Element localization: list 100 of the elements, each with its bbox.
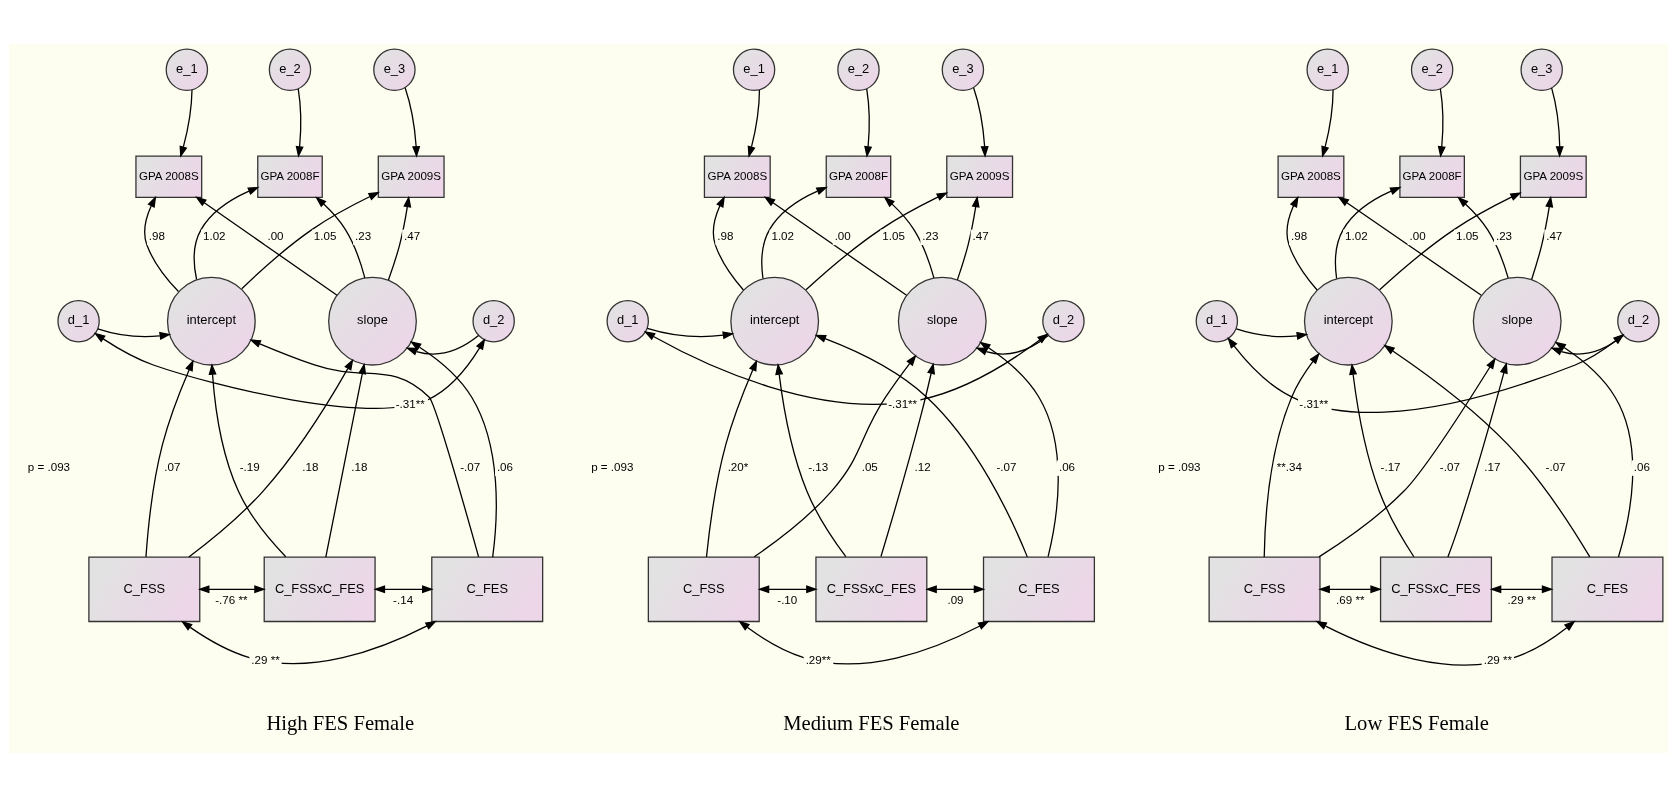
edge-label: 1.02 bbox=[771, 229, 795, 243]
edge-label: 1.05 bbox=[313, 229, 337, 243]
edge-label: -.31** bbox=[1299, 396, 1329, 410]
edge-label: -.19 bbox=[239, 459, 260, 473]
node-box: GPA 2008F bbox=[825, 155, 892, 199]
node-circle: intercept bbox=[166, 276, 256, 366]
edge-label: .17 bbox=[1484, 459, 1501, 473]
arrow bbox=[805, 192, 949, 291]
label: High FES Female bbox=[266, 711, 415, 734]
arrow bbox=[757, 585, 818, 594]
node-box: GPA 2008S bbox=[703, 155, 771, 199]
edge-label: .18 bbox=[302, 459, 319, 473]
edge-label: -.14 bbox=[393, 592, 414, 606]
edge-label: .29** bbox=[805, 653, 831, 667]
arrow bbox=[1437, 88, 1446, 158]
node-box: C_FES bbox=[982, 556, 1096, 623]
label: p = .093 bbox=[1158, 459, 1201, 473]
arrow bbox=[1315, 620, 1576, 666]
arrow bbox=[979, 341, 1059, 558]
node-box: C_FSS bbox=[88, 556, 201, 623]
edge-label: 1.05 bbox=[882, 229, 905, 243]
arrow bbox=[646, 327, 735, 340]
node-box: C_FSSxC_FES bbox=[263, 556, 376, 623]
arrow bbox=[197, 585, 266, 594]
edge-label: .06 bbox=[1058, 459, 1076, 473]
edge-label: .06 bbox=[496, 459, 514, 473]
arrow bbox=[1554, 341, 1634, 558]
arrow bbox=[387, 195, 412, 281]
label: Low FES Female bbox=[1344, 711, 1489, 734]
edge-label: .29 ** bbox=[1483, 653, 1513, 667]
node-box: GPA 2008F bbox=[257, 155, 323, 199]
arrow bbox=[409, 341, 497, 558]
arrow bbox=[925, 585, 986, 594]
edge-label: .29 ** bbox=[251, 653, 280, 667]
edge-label: .09 bbox=[947, 592, 964, 606]
edge-label: .23 bbox=[355, 229, 372, 243]
arrow bbox=[747, 89, 761, 158]
arrow bbox=[188, 358, 354, 558]
node-box: C_FSSxC_FES bbox=[1379, 556, 1493, 623]
node-circle: e_1 bbox=[1306, 48, 1349, 92]
node-circle: e_3 bbox=[1520, 48, 1563, 92]
label: p = .093 bbox=[27, 459, 71, 473]
node-circle: intercept bbox=[730, 276, 820, 366]
arrow bbox=[1379, 192, 1522, 291]
node-box: C_FES bbox=[431, 556, 544, 623]
arrow bbox=[972, 86, 989, 158]
arrow bbox=[179, 89, 193, 158]
node-circle: d_1 bbox=[1195, 299, 1239, 343]
arrow bbox=[1318, 585, 1382, 594]
edge-label: .98 bbox=[148, 229, 165, 243]
edge-label: -.10 bbox=[777, 592, 798, 606]
edge-label: .29 ** bbox=[1507, 592, 1536, 606]
edge-label: -.13 bbox=[808, 459, 829, 473]
label: Medium FES Female bbox=[783, 711, 960, 734]
arrow bbox=[880, 362, 936, 558]
edge-label: .69 ** bbox=[1336, 592, 1365, 606]
arrow bbox=[753, 354, 917, 558]
edge-label: -.31** bbox=[888, 396, 918, 410]
node-box: C_FSS bbox=[647, 556, 760, 623]
edge-label: .06 bbox=[1633, 459, 1650, 473]
edge-label: .98 bbox=[717, 229, 734, 243]
edge-label: .07 bbox=[164, 459, 181, 473]
edge-label: .98 bbox=[1290, 229, 1308, 243]
edge-label: -.76 ** bbox=[215, 592, 248, 606]
edge-label: .00 bbox=[1409, 229, 1426, 243]
arrow bbox=[956, 195, 980, 281]
node-circle: e_2 bbox=[837, 48, 880, 92]
arrow bbox=[705, 359, 758, 558]
label: p = .093 bbox=[591, 459, 634, 473]
node-circle: d_2 bbox=[1042, 299, 1085, 343]
arrow bbox=[404, 86, 421, 158]
arrow bbox=[405, 334, 480, 356]
node-circle: d_1 bbox=[606, 299, 649, 343]
edge-label: .05 bbox=[861, 459, 878, 473]
edge-label: .00 bbox=[834, 229, 851, 243]
arrow bbox=[814, 334, 1028, 558]
edge-label: .23 bbox=[922, 229, 939, 243]
arrow bbox=[761, 186, 828, 280]
arrow bbox=[373, 585, 434, 594]
arrow bbox=[864, 88, 873, 158]
node-circle: e_2 bbox=[268, 48, 312, 92]
arrow bbox=[775, 363, 847, 558]
node-box: GPA 2009S bbox=[1519, 155, 1587, 199]
arrow bbox=[193, 186, 260, 281]
node-box: GPA 2008S bbox=[1277, 155, 1345, 199]
node-circle: e_2 bbox=[1410, 48, 1454, 92]
node-circle: e_3 bbox=[941, 48, 985, 92]
node-circle: e_1 bbox=[165, 48, 209, 92]
arrow bbox=[208, 363, 287, 558]
edge-label: **.34 bbox=[1276, 459, 1302, 473]
edge-label: .47 bbox=[404, 229, 421, 243]
arrow bbox=[1383, 344, 1591, 558]
arrow bbox=[1263, 352, 1320, 558]
node-box: GPA 2008S bbox=[135, 155, 203, 199]
arrow bbox=[1457, 196, 1509, 279]
arrow bbox=[241, 191, 380, 290]
edge-label: .47 bbox=[972, 229, 989, 243]
edge-label: -.17 bbox=[1380, 459, 1401, 473]
arrow bbox=[1321, 89, 1334, 158]
node-box: C_FES bbox=[1551, 556, 1664, 623]
